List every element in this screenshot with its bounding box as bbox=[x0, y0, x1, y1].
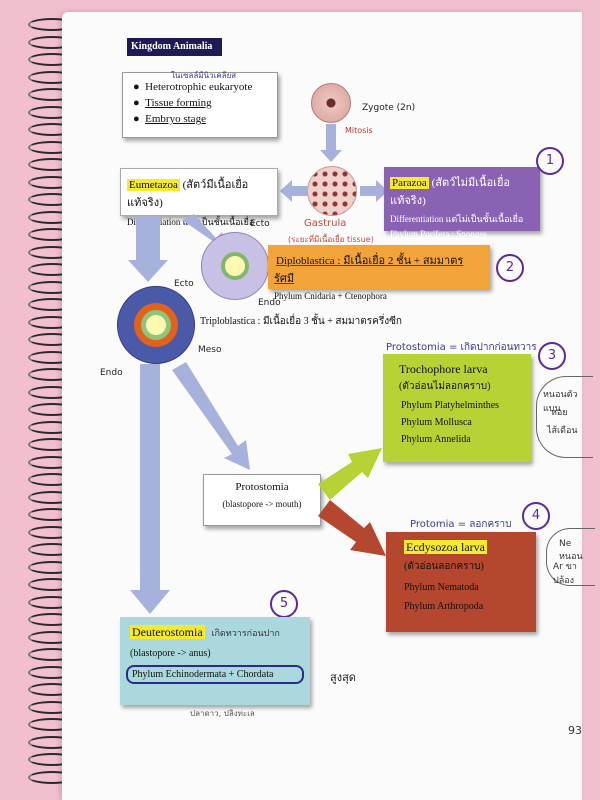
mitosis-arrow-head bbox=[320, 150, 342, 162]
zygote-label: Zygote (2n) bbox=[362, 103, 416, 113]
diploblastica-embryo-icon bbox=[201, 232, 269, 300]
traits-box: ในเซลล์มีนิวเคลียส ● Heterotrophic eukar… bbox=[122, 71, 278, 138]
triploblastica-text: Triploblastica : มีเนื้อเยื่อ 3 ชั้น + ส… bbox=[200, 316, 402, 327]
trochophore-phylum: Phylum Platyhelminthes bbox=[401, 400, 500, 411]
parazoa-name: Parazoa bbox=[390, 177, 429, 189]
ecdysozoa-phylum: Phylum Arthropoda bbox=[404, 601, 484, 612]
trait-item: ● Tissue forming bbox=[133, 97, 212, 109]
trochophore-title: Trochophore larva bbox=[399, 362, 488, 376]
deuterostomia-side-note: สูงสุด bbox=[330, 671, 356, 684]
deuterostomia-name: Deuterostomia bbox=[130, 625, 205, 639]
ecdysozoa-phylum: Phylum Nematoda bbox=[404, 582, 479, 593]
parazoa-box: Parazoa (สัตว์ไม่มีเนื้อเยื่อแท้จริง) Di… bbox=[384, 167, 540, 239]
ecdysozoa-title: Ecdysozoa larva bbox=[404, 540, 487, 554]
group-number-2: 2 bbox=[496, 254, 524, 282]
triplo-meso-label: Meso bbox=[198, 345, 222, 355]
gastrula-label: Gastrula bbox=[304, 218, 347, 229]
diploblastica-box: Diploblastica : มีเนื้อเยื่อ 2 ชั้น + สม… bbox=[268, 245, 490, 301]
trochophore-arrow bbox=[318, 448, 382, 500]
ecdysozoa-side-note: Ne หนอน Ar ขาปล้อง bbox=[546, 528, 595, 586]
traits-handwritten-note: ในเซลล์มีนิวเคลียส bbox=[171, 71, 237, 80]
ecdysozoa-box: Ecdysozoa larva (ตัวอ่อนลอกคราบ) Phylum … bbox=[386, 532, 536, 632]
trochophore-box: Trochophore larva (ตัวอ่อนไม่ลอกคราบ) Ph… bbox=[383, 354, 531, 462]
deuterostomia-desc: (blastopore -> anus) bbox=[130, 648, 211, 659]
deuterostomia-title-row: Deuterostomia เกิดทวารก่อนปาก bbox=[130, 625, 304, 640]
deuterostomia-down-arrow bbox=[130, 364, 170, 614]
diplo-endo-label: Endo bbox=[258, 298, 281, 308]
trochophore-heading: Protostomia = เกิดปากก่อนทวาร bbox=[386, 342, 537, 353]
deuterostomia-box: Deuterostomia เกิดทวารก่อนปาก (blastopor… bbox=[120, 617, 310, 705]
triploblastica-embryo-icon bbox=[117, 286, 195, 364]
protostomia-diag-arrow bbox=[172, 362, 250, 470]
trait-item: ● Heterotrophic eukaryote bbox=[133, 81, 253, 93]
parazoa-thai: (สัตว์ไม่มีเนื้อเยื่อแท้จริง) bbox=[390, 177, 510, 207]
page-number: 93 bbox=[568, 724, 582, 737]
trochophore-phylum: Phylum Annelida bbox=[401, 434, 471, 445]
trochophore-phylum: Phylum Mollusca bbox=[401, 417, 472, 428]
gastrula-side-arrows bbox=[280, 180, 388, 202]
eumetazoa-thai: (สัตว์มีเนื้อเยื่อแท้จริง) bbox=[127, 179, 249, 209]
eumetazoa-box: Eumetazoa (สัตว์มีเนื้อเยื่อแท้จริง) Dif… bbox=[120, 168, 278, 227]
zygote-cell-icon bbox=[311, 83, 351, 123]
diploblastica-phylum: Phylum Cnidaria + Ctenophora bbox=[274, 291, 387, 301]
group-number-1: 1 bbox=[536, 147, 564, 175]
mitosis-arrow bbox=[326, 124, 336, 152]
triplo-ecto-label: Ecto bbox=[174, 279, 194, 289]
protostomia-box: Protostomia (blastopore -> mouth) bbox=[203, 474, 321, 526]
group-number-5: 5 bbox=[270, 590, 298, 618]
protostomia-name: Protostomia bbox=[235, 481, 289, 493]
triplo-endo-label: Endo bbox=[100, 368, 123, 378]
trochophore-side-note: หนอนตัวแบน หอย ไส้เดือน bbox=[536, 376, 593, 458]
gastrula-note: (ระยะที่มีเนื้อเยื่อ tissue) bbox=[288, 235, 374, 244]
group-number-3: 3 bbox=[538, 342, 566, 370]
deuterostomia-hand-note: เกิดทวารก่อนปาก bbox=[211, 629, 280, 639]
trait-item: ● Embryo stage bbox=[133, 113, 206, 125]
diplo-ecto-label: Ecto bbox=[250, 219, 270, 229]
mitosis-label: Mitosis bbox=[345, 126, 373, 135]
parazoa-desc: Differentiation แต่ไม่เป็นชั้นเนื้อเยื่อ bbox=[390, 214, 524, 224]
protostomia-desc: (blastopore -> mouth) bbox=[222, 499, 302, 509]
eumetazoa-down-arrow bbox=[128, 216, 168, 282]
eumetazoa-name: Eumetazoa bbox=[127, 179, 180, 191]
page-title-text: Kingdom Animalia bbox=[131, 41, 213, 52]
gastrula-cell-icon bbox=[307, 166, 357, 216]
deuterostomia-bottom-note: ปลาดาว, ปลิงทะเล bbox=[190, 709, 255, 718]
ecdysozoa-arrow bbox=[318, 500, 386, 556]
ecdysozoa-heading: Protomia = ลอกคราบ bbox=[410, 519, 512, 530]
page-title: Kingdom Animalia bbox=[127, 38, 222, 56]
trochophore-thai: (ตัวอ่อนไม่ลอกคราบ) bbox=[399, 381, 491, 392]
ecdysozoa-thai: (ตัวอ่อนลอกคราบ) bbox=[404, 561, 484, 572]
group-number-4: 4 bbox=[522, 502, 550, 530]
deuterostomia-phylum: Phylum Echinodermata + Chordata bbox=[126, 665, 304, 684]
parazoa-phylum: Phylum Porifera : Sponges bbox=[390, 229, 487, 239]
diploblastica-title: Diploblastica : มีเนื้อเยื่อ 2 ชั้น + สม… bbox=[274, 255, 464, 285]
